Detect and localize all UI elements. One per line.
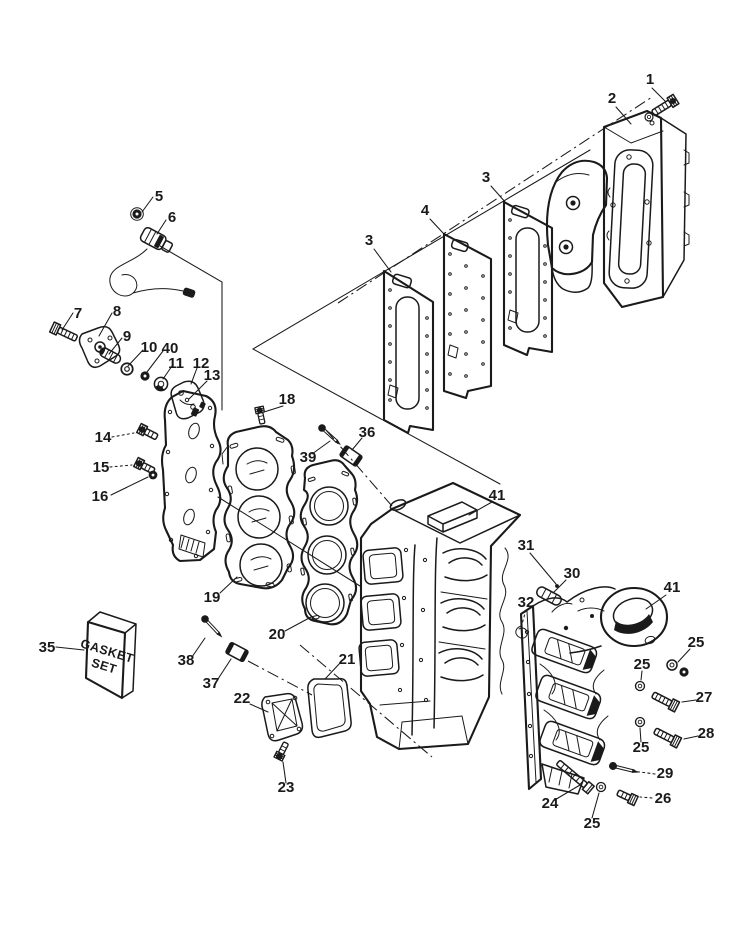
callout-25-a: 25: [688, 634, 705, 651]
part-25-washer-a: [666, 659, 689, 677]
part-21-gasket: [307, 677, 352, 739]
part-25-washer-c: [634, 716, 646, 728]
part-27-bolt: [649, 689, 681, 713]
callout-38: 38: [178, 652, 195, 669]
callout-29: 29: [657, 765, 674, 782]
part-40-washer: [140, 371, 150, 381]
callout-14: 14: [95, 429, 112, 446]
callout-3-right: 3: [482, 169, 490, 186]
cover22-centerline: [247, 660, 313, 696]
callout-39: 39: [300, 449, 317, 466]
part-6-thermo-sensor: [109, 226, 196, 298]
sensor-locator-line: [159, 245, 223, 411]
part-41-crankcase-side: [519, 586, 669, 795]
part-10-washer: [120, 362, 134, 376]
sensor-wire: [109, 248, 184, 297]
callout-5: 5: [155, 188, 163, 205]
callout-7: 7: [74, 305, 82, 322]
callout-32: 32: [518, 594, 535, 611]
part-25-washer-b: [634, 680, 646, 692]
callout-40: 40: [162, 340, 179, 357]
part-3-inner-plate-left: [382, 269, 435, 435]
part-9-spring: [99, 347, 122, 364]
callout-3-left: 3: [365, 232, 373, 249]
exhaust-elbow: [545, 159, 609, 293]
part-11-grommet: [153, 376, 169, 392]
callout-26: 26: [655, 790, 672, 807]
callout-15: 15: [93, 459, 110, 476]
callout-4: 4: [421, 202, 430, 219]
part-20-head-gasket: [299, 459, 359, 626]
part-16-nut: [148, 470, 158, 480]
callout-6: 6: [168, 209, 176, 226]
callout-27: 27: [696, 689, 713, 706]
manifold-centerline: [337, 96, 653, 304]
callout-25-d: 25: [584, 815, 601, 832]
part-18-bolt: [254, 405, 268, 426]
callout-13: 13: [204, 367, 221, 384]
callout-25-b: 25: [634, 656, 651, 673]
assembly-axis-lines: [159, 96, 653, 758]
part-26-bolt: [615, 787, 639, 807]
callout-2: 2: [608, 90, 616, 107]
part-28-bolt: [651, 725, 683, 749]
callout-37: 37: [203, 675, 220, 692]
callout-41-crankcase: 41: [664, 579, 681, 596]
callout-8: 8: [113, 303, 121, 320]
part-37-sleeve: [224, 641, 250, 663]
part-12-bracket: [170, 380, 205, 420]
part-13-cylinder-head-cover: [160, 389, 222, 563]
gasket21-centerline: [299, 644, 433, 758]
callout-11: 11: [168, 355, 184, 372]
part-2-exhaust-outer-cover: [602, 109, 690, 309]
leader-lines: [55, 87, 699, 819]
part-22-cover: [261, 692, 304, 742]
part-3-inner-plate-right: [502, 200, 554, 357]
callout-36: 36: [359, 424, 376, 441]
callout-28: 28: [698, 725, 715, 742]
part-38-screw: [199, 613, 226, 641]
callout-31: 31: [518, 537, 535, 554]
callout-12: 12: [193, 355, 210, 372]
callout-30: 30: [564, 565, 581, 582]
callout-24: 24: [542, 795, 559, 812]
callout-21: 21: [339, 651, 356, 668]
callout-20: 20: [269, 626, 286, 643]
part-31-sealant-bead: [499, 547, 509, 695]
callout-labels: 1 2 3 4 3 5 6 7 8 9 10 40 11 12 13 14 15…: [39, 71, 715, 832]
part-41-cylinder-block: [358, 481, 522, 751]
part-29-bolt: [607, 760, 641, 777]
callout-35: 35: [39, 639, 56, 656]
callout-18: 18: [279, 391, 296, 408]
alignment-v-line: [251, 149, 591, 485]
part-32-clip: [515, 625, 528, 639]
callout-1: 1: [646, 71, 654, 88]
callout-9: 9: [123, 328, 131, 345]
part-15-bolt: [132, 456, 157, 477]
callout-23: 23: [278, 779, 295, 796]
part-30-dowel-pin: [534, 584, 564, 608]
callout-41-block: 41: [489, 487, 506, 504]
part-14-bolt: [135, 422, 160, 443]
part-25-washer-d: [595, 781, 607, 793]
part-19-cylinder-head: [221, 425, 296, 590]
callout-19: 19: [204, 589, 221, 606]
callout-22: 22: [234, 690, 251, 707]
part-4-middle-plate: [442, 232, 493, 400]
part-1-bolt: [644, 93, 680, 122]
part-23-bolt: [273, 740, 291, 762]
callout-16: 16: [92, 488, 109, 505]
part-7-bolt: [48, 321, 80, 345]
part-5-cap: [130, 207, 144, 221]
part-35-gasket-set-box: GASKET SET: [79, 611, 137, 700]
callout-25-c: 25: [633, 739, 650, 756]
callout-10: 10: [141, 339, 158, 356]
